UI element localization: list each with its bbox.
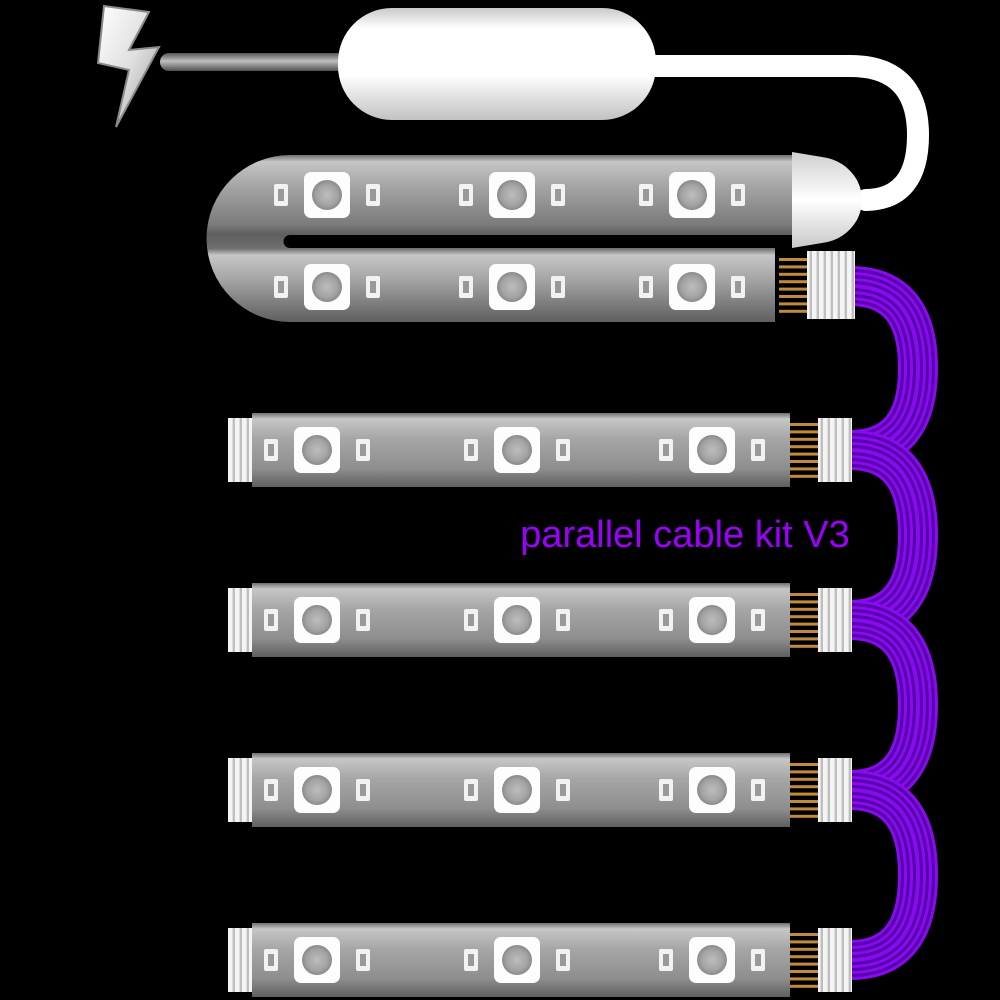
lightning-bolt-icon (96, 4, 161, 128)
parallel-cable-1 (850, 286, 918, 450)
parallel-cable-4 (850, 790, 918, 960)
power-cable-white (639, 55, 930, 211)
strip-connector-nib (792, 152, 862, 248)
kit-label: parallel cable kit V3 (520, 514, 850, 556)
power-cable-gray (160, 53, 355, 71)
led-strip-row-2 (228, 583, 852, 657)
parallel-cable-3 (850, 620, 918, 790)
led-strip-row-4 (228, 923, 852, 997)
led-strip-row-1 (228, 413, 852, 487)
connector-block (807, 251, 855, 319)
parallel-cable-2 (850, 450, 918, 620)
led-strip-row-3 (228, 753, 852, 827)
power-adapter (338, 8, 656, 120)
ffc-pins (779, 258, 807, 313)
led-strip-folded (206, 152, 862, 322)
